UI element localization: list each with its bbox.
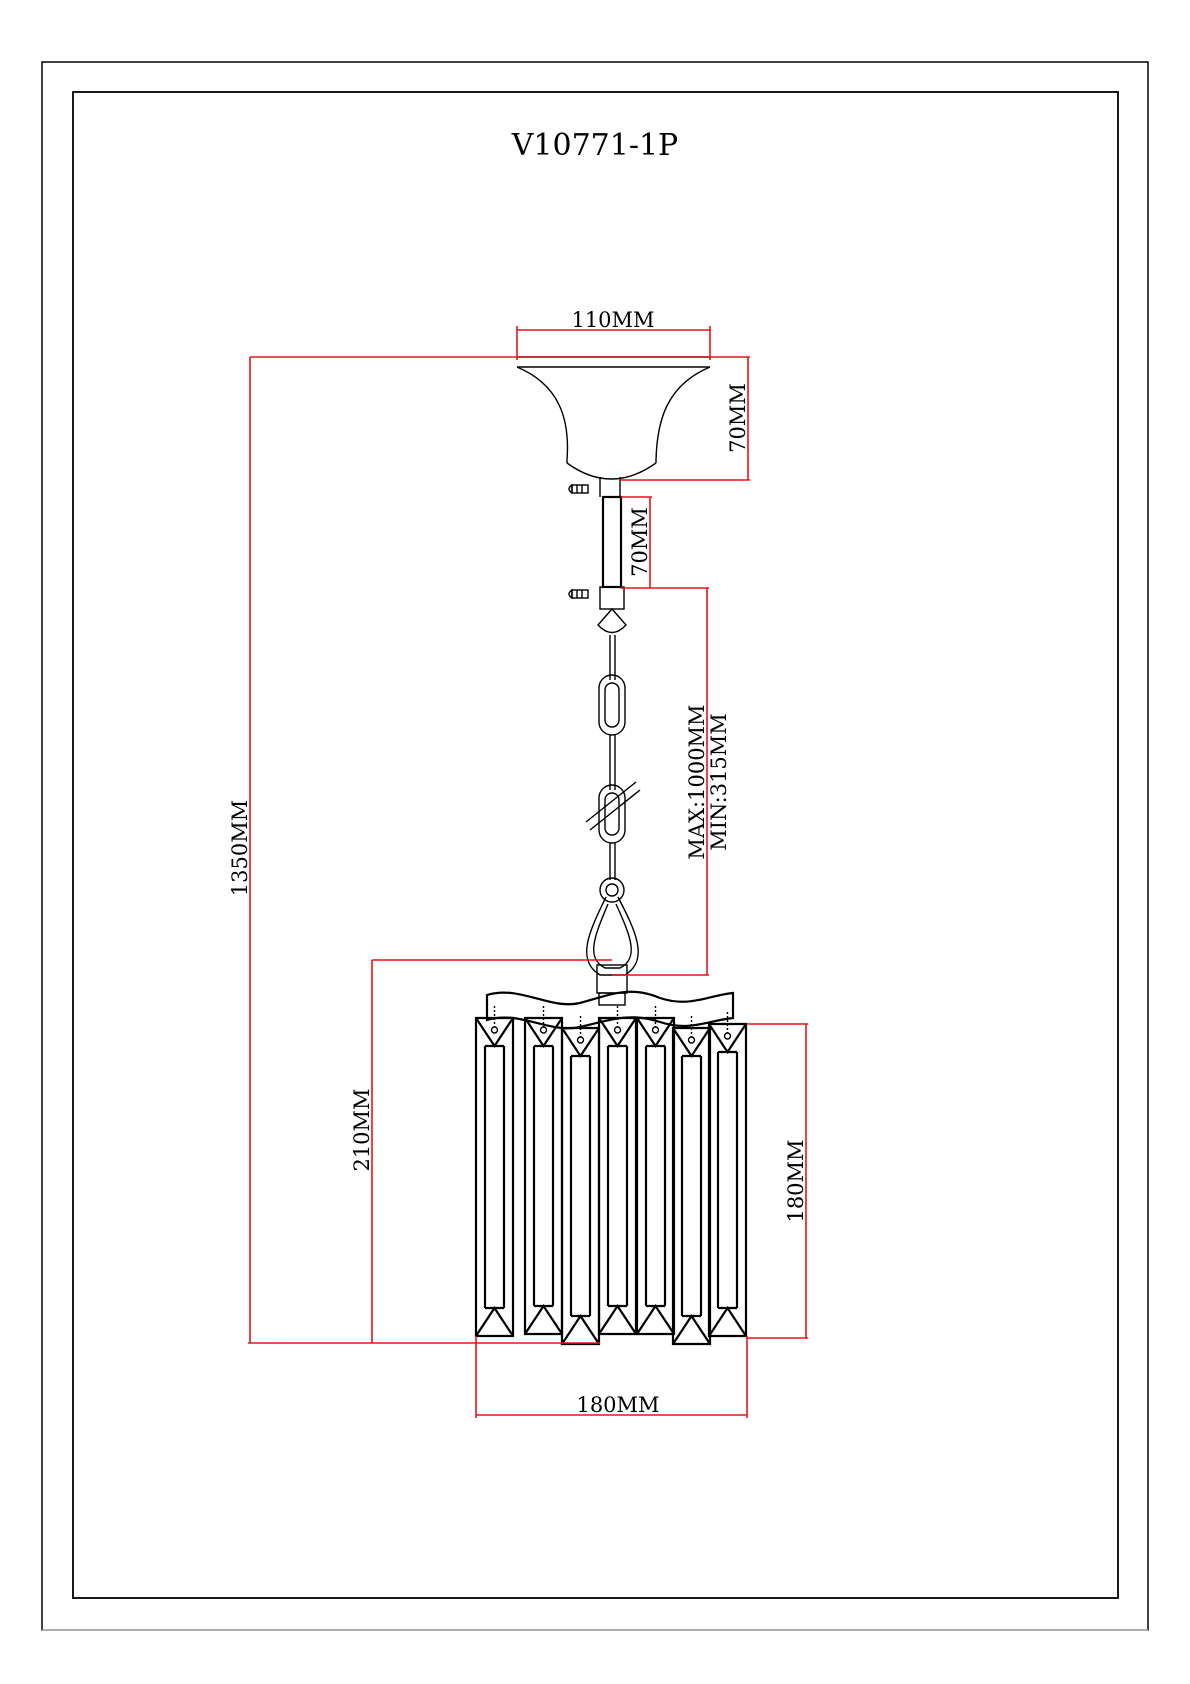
dim-canopy-width: 110MM	[571, 308, 654, 332]
inner-border	[72, 91, 1119, 1599]
screw-icon	[568, 483, 589, 495]
dim-chain-max: MAX:1000MM	[685, 704, 709, 859]
dim-shade-width: 180MM	[576, 1393, 659, 1417]
drawing-title: V10771-1P	[511, 128, 679, 163]
rod-coupling	[599, 586, 625, 610]
crystal-prisms	[474, 1006, 748, 1346]
dim-crystal-height: 180MM	[784, 1139, 808, 1222]
dim-chain-min: MIN:315MM	[707, 713, 731, 851]
downrod	[601, 495, 623, 589]
screw-icon	[568, 588, 589, 600]
crystal-prism	[523, 1006, 564, 1336]
crystal-prism	[597, 1006, 638, 1336]
dim-shade-height: 210MM	[350, 1088, 374, 1171]
crystal-prism	[671, 1016, 712, 1346]
crystal-prism	[474, 1006, 515, 1338]
crystal-prism	[707, 1012, 748, 1338]
crystal-prism	[560, 1016, 601, 1346]
dimension-lines	[248, 326, 808, 1418]
dim-canopy-height: 70MM	[726, 383, 750, 453]
crystal-prism	[635, 1006, 676, 1336]
dim-total-height: 1350MM	[228, 800, 252, 896]
dim-rod-length: 70MM	[628, 507, 652, 577]
canopy	[516, 356, 711, 497]
chain	[585, 607, 641, 1006]
